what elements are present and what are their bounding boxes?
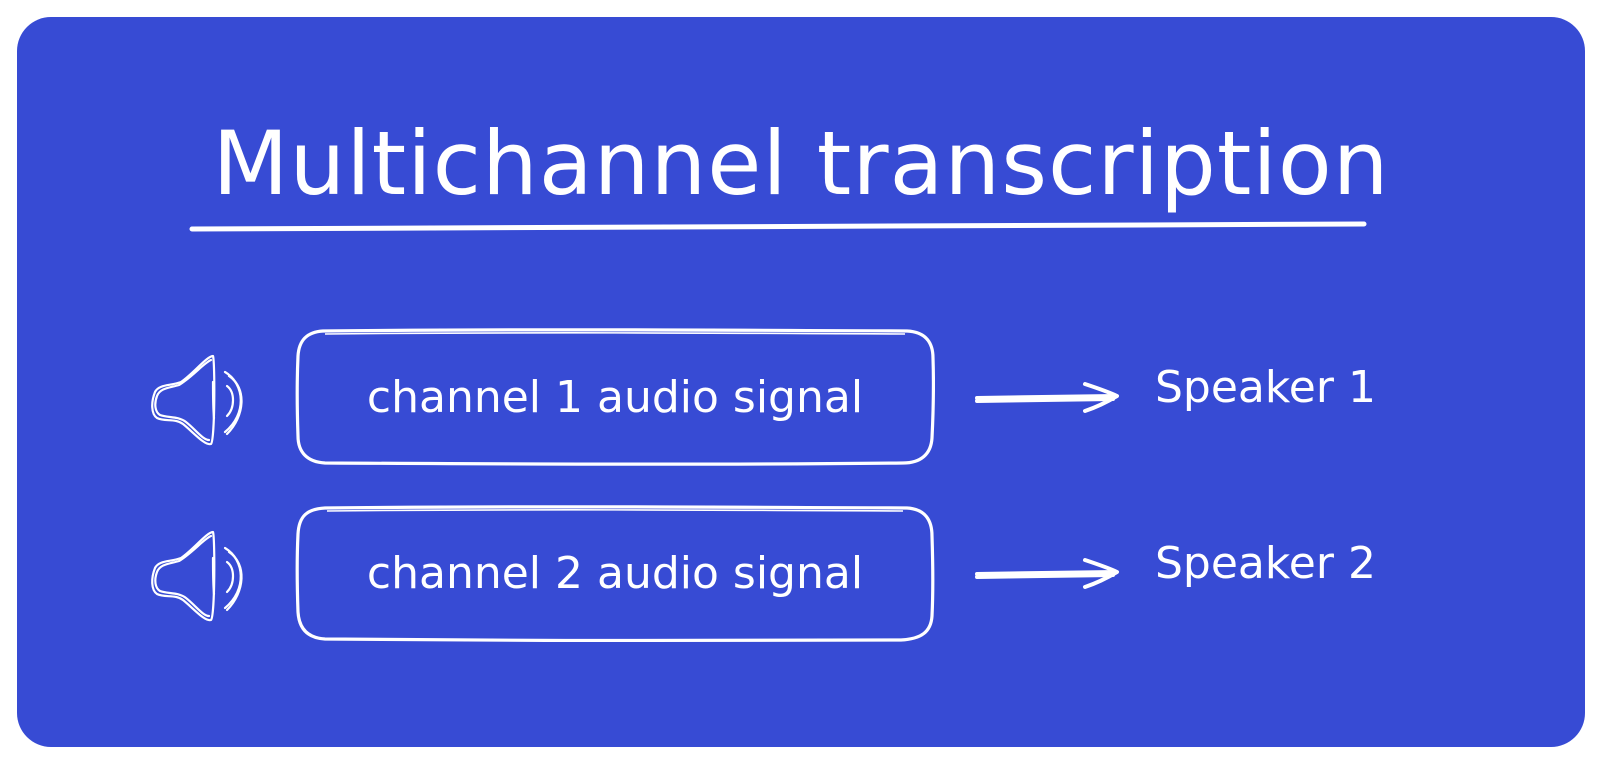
speaker-icon [151, 530, 243, 622]
title-underline [189, 221, 1367, 232]
arrow-icon [975, 558, 1119, 589]
speaker-label: Speaker 1 [1155, 362, 1376, 413]
signal-label: channel 2 audio signal [366, 547, 864, 599]
channel-signal-box: channel 1 audio signal [295, 328, 935, 466]
speaker-icon [151, 354, 243, 446]
channel-signal-box: channel 2 audio signal [295, 504, 935, 642]
channel-row-1: channel 1 audio signal Speaker 1 [17, 328, 1585, 468]
diagram-title: Multichannel transcription [212, 112, 1390, 215]
diagram-card: Multichannel transcription channel 1 aud… [17, 17, 1585, 747]
speaker-label: Speaker 2 [1155, 538, 1376, 589]
arrow-icon [975, 382, 1119, 413]
signal-label: channel 1 audio signal [366, 371, 864, 423]
channel-row-2: channel 2 audio signal Speaker 2 [17, 504, 1585, 644]
signal-box-outline [295, 505, 935, 642]
signal-box-outline [295, 328, 935, 466]
